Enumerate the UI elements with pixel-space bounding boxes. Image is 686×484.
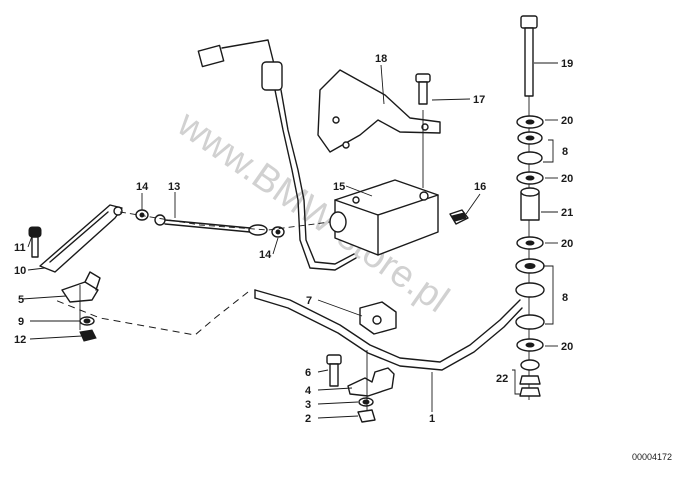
callout-13: 13 [168,181,180,193]
lever-arm [39,204,123,273]
callout-10: 10 [14,265,26,277]
bar-hidden-line [54,291,249,336]
rod-axis [119,211,331,231]
nuts-22 [519,359,541,397]
washer-20d [516,338,544,352]
nut-2 [357,409,376,423]
nut-12 [79,329,97,342]
callout-11: 11 [14,242,26,254]
callout-20b: 20 [561,173,573,185]
callout-16: 16 [474,181,486,193]
callout-4: 4 [305,385,312,397]
callout-19: 19 [561,58,573,70]
callout-8b: 8 [562,292,568,304]
wiring-harness [197,39,357,271]
callout-18: 18 [375,53,387,65]
callout-1: 1 [429,413,435,425]
callout-14a: 14 [136,181,149,193]
callout-8a: 8 [562,146,568,158]
callout-22: 22 [496,373,508,385]
callout-20a: 20 [561,115,573,127]
sleeve-21 [520,187,540,221]
washer-9 [79,316,95,326]
callout-14b: 14 [259,249,272,261]
callout-6: 6 [305,367,311,379]
callout-7: 7 [306,295,312,307]
bolt-6 [326,354,342,387]
clamp-4 [347,367,395,397]
nut-16 [449,209,469,225]
washer-20a [516,115,544,129]
callout-2: 2 [305,413,311,425]
bolt-19 [520,15,538,97]
callout-9: 9 [18,316,24,328]
rubber-bushing-7 [359,301,397,335]
washer-14a [135,209,149,221]
callout-5: 5 [18,294,24,306]
washer-3 [358,397,374,407]
callout-20c: 20 [561,238,573,250]
bolt-11 [28,226,42,258]
callout-labels: 1 2 3 4 5 6 7 8 8 9 10 11 12 13 14 14 15… [14,53,573,425]
callout-3: 3 [305,399,311,411]
reference-number: 00004172 [632,452,672,462]
washer-20c [516,236,544,250]
callout-15: 15 [333,181,345,193]
callout-20d: 20 [561,341,573,353]
callout-12: 12 [14,334,26,346]
callout-17: 17 [473,94,485,106]
screw-17 [415,73,431,105]
bushing-8b [515,258,545,330]
callout-leaders [21,62,558,419]
washer-20b [516,171,544,185]
bushing-8a [517,131,543,165]
control-unit [329,179,439,256]
callout-21: 21 [561,207,573,219]
linkage-rod-13 [154,214,268,236]
stabilizer-bar [254,289,523,371]
mounting-bracket [317,69,441,153]
clamp-5 [61,271,101,303]
washer-14b [271,226,285,238]
